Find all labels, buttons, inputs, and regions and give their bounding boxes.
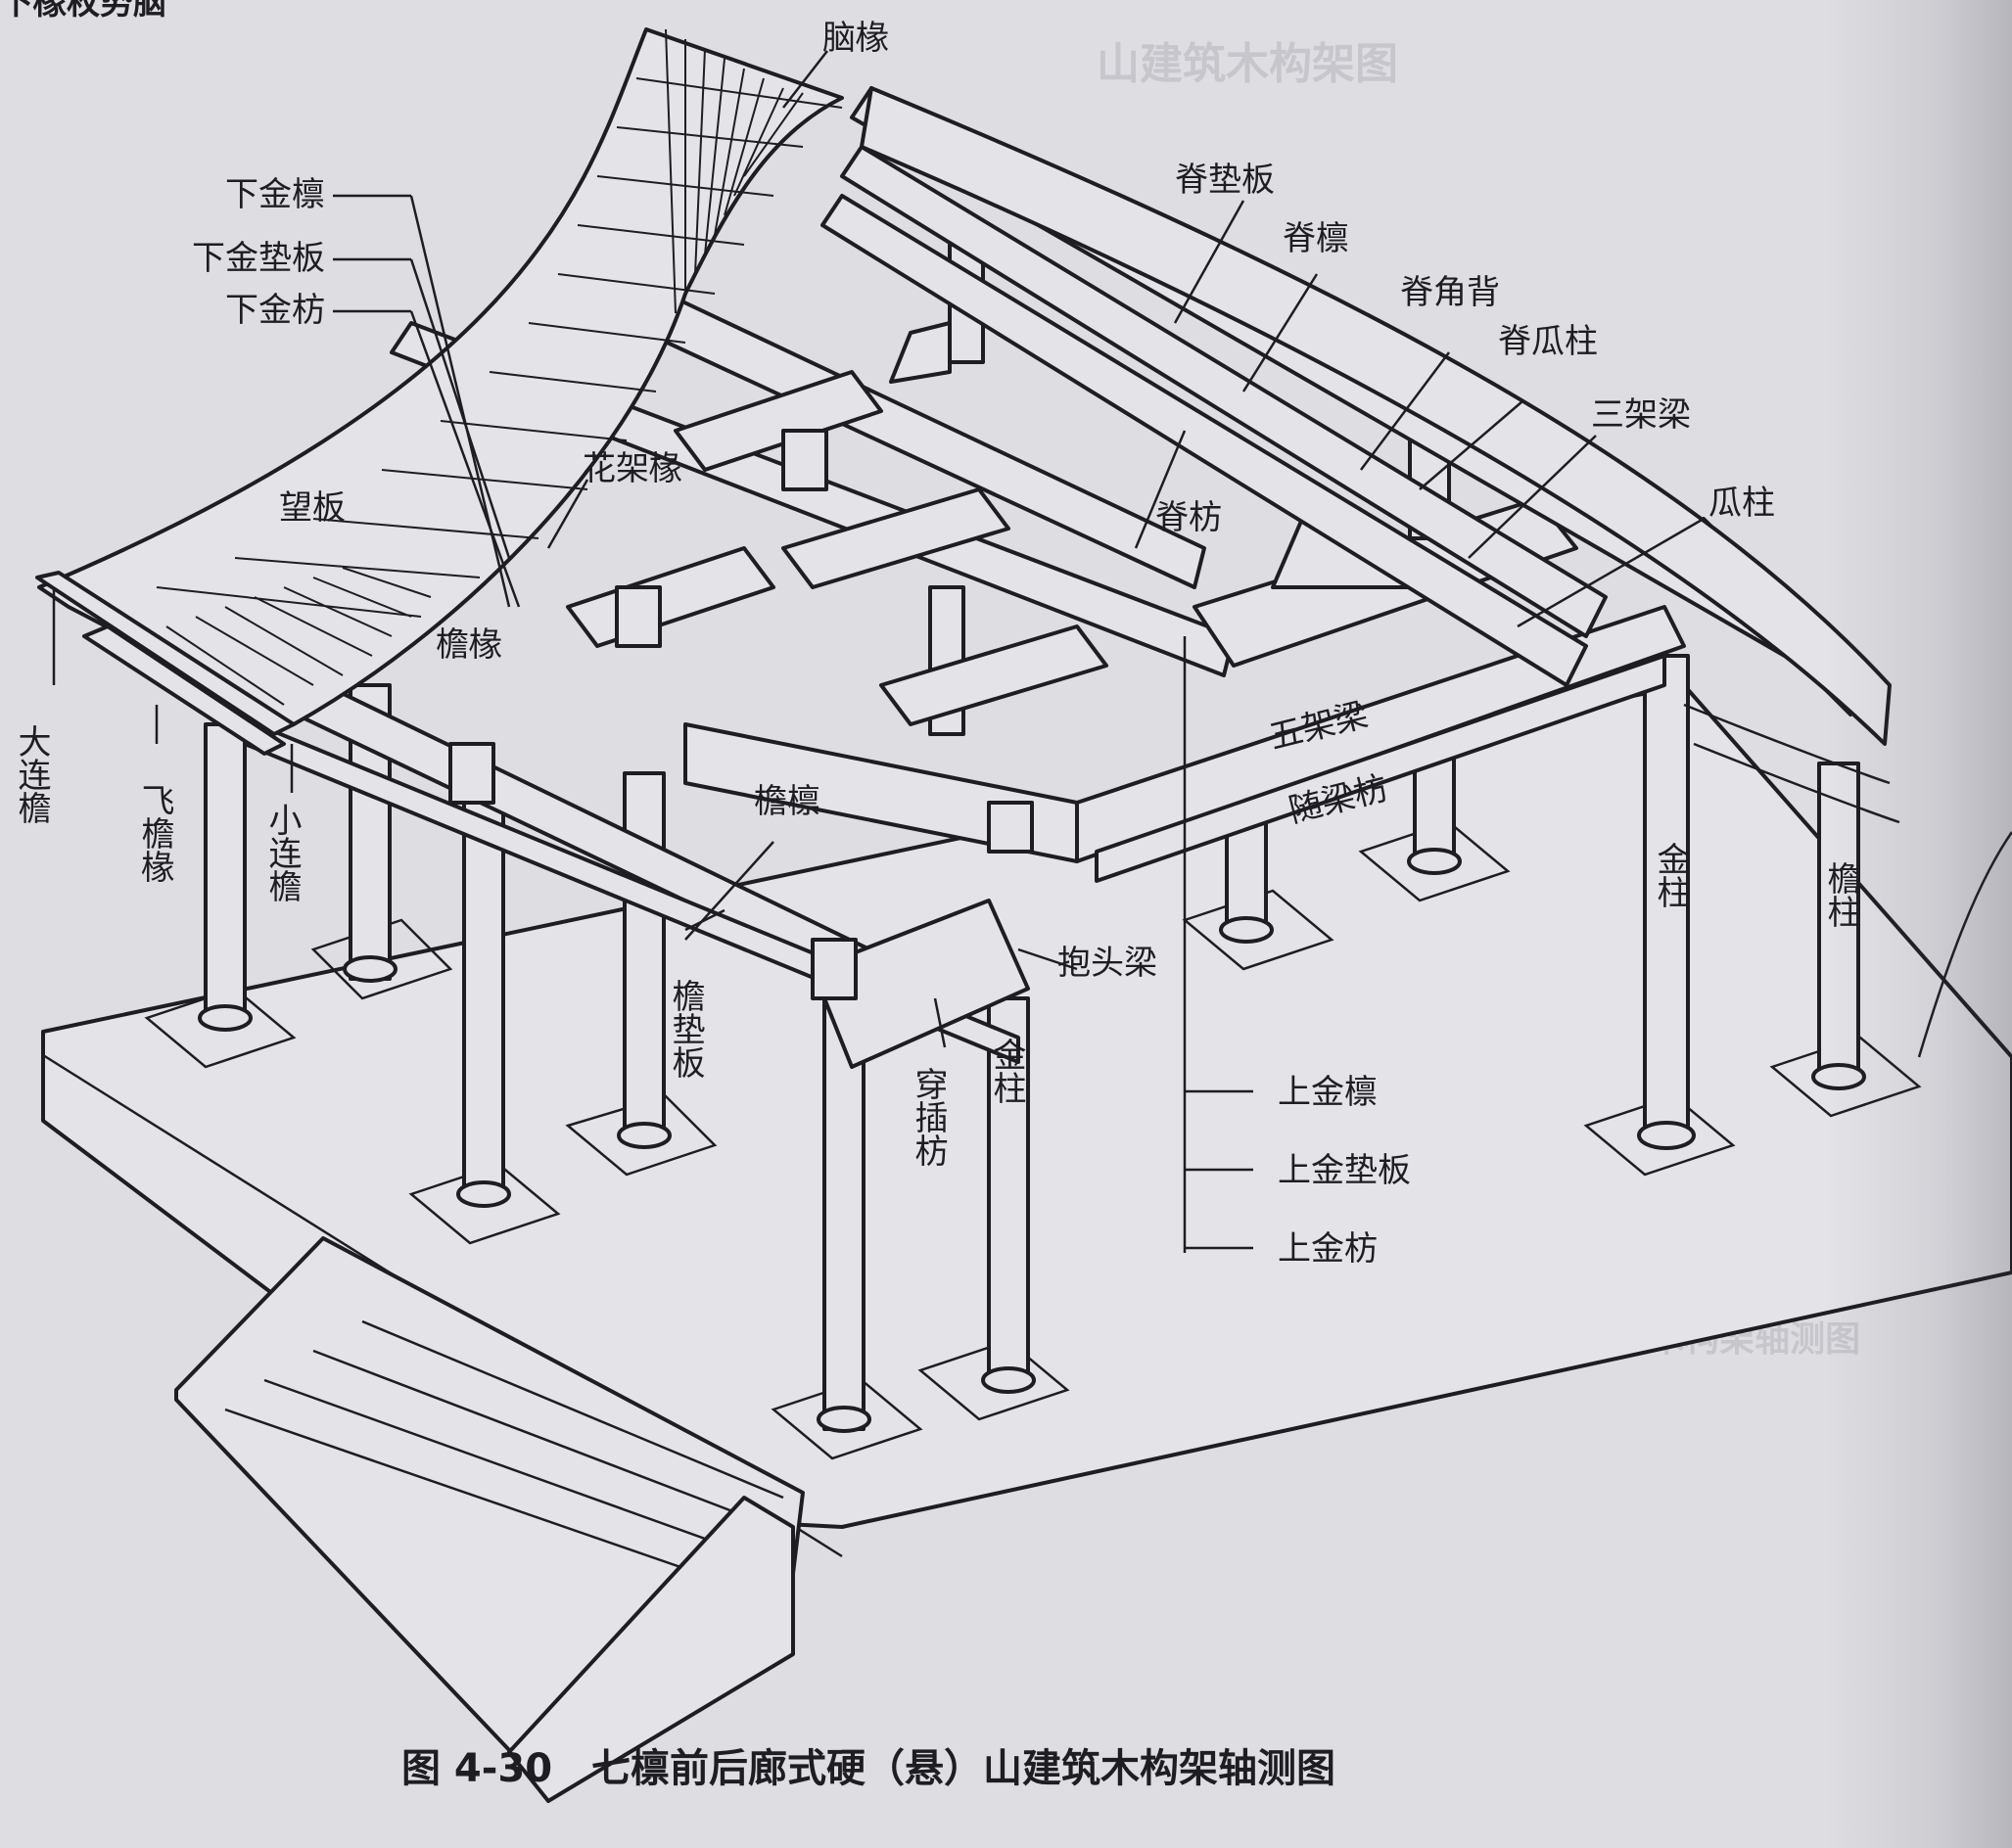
rafter-hatching xyxy=(165,28,804,706)
label-ji-lin: 脊檩 xyxy=(1283,219,1349,258)
label-yan-dian-ban: 檐垫板 xyxy=(666,979,705,1079)
label-xiao-lian-yan: 小连檐 xyxy=(262,803,302,902)
label-shang-jin-lin: 上金檩 xyxy=(1278,1073,1378,1112)
label-shang-jin-fang: 上金枋 xyxy=(1278,1229,1378,1269)
label-yan-zhu: 檐柱 xyxy=(1821,861,1860,928)
label-chuan-cha-fang: 穿插枋 xyxy=(909,1067,948,1167)
label-san-jia-liang: 三架梁 xyxy=(1591,395,1691,435)
label-ji-dian-ban: 脊垫板 xyxy=(1175,161,1275,200)
label-jin-zhu-front: 金柱 xyxy=(987,1038,1026,1104)
label-shang-jin-dian-ban: 上金垫板 xyxy=(1278,1151,1411,1190)
label-hua-jia-chuan: 花架椽 xyxy=(583,449,682,488)
leader-lines xyxy=(52,50,1705,1253)
header-fragment: 下椽枚势脑 xyxy=(0,0,166,23)
label-xia-jin-dian-ban: 下金垫板 xyxy=(192,239,325,278)
label-ji-fang: 脊枋 xyxy=(1155,498,1222,537)
label-yan-lin: 檐檩 xyxy=(754,782,820,821)
label-bao-tou-liang: 抱头梁 xyxy=(1057,944,1157,983)
label-da-lian-yan: 大连檐 xyxy=(12,724,51,824)
label-ji-jiao-bei: 脊角背 xyxy=(1400,273,1500,312)
bleed-through-title: 山建筑木构架图 xyxy=(1097,39,1398,89)
label-yan-chuan: 檐椽 xyxy=(436,625,502,665)
label-xia-jin-fang: 下金枋 xyxy=(225,291,325,330)
labels: 脑椽 下金檩 下金垫板 下金枋 花架椽 望板 檐椽 大连檐 飞檐椽 小连檐 脊垫… xyxy=(12,19,1860,1269)
label-wang-ban: 望板 xyxy=(279,488,346,528)
label-jin-zhu-right: 金柱 xyxy=(1651,842,1690,908)
label-fei-yan-chuan: 飞檐椽 xyxy=(135,783,174,883)
label-nao-chuan: 脑椽 xyxy=(822,19,889,58)
label-gua-zhu: 瓜柱 xyxy=(1708,484,1775,523)
curved-roof xyxy=(35,27,2012,1058)
figure-caption: 图 4-30 七檩前后廊式硬（悬）山建筑木构架轴测图 xyxy=(401,1746,1335,1791)
label-ji-gua-zhu: 脊瓜柱 xyxy=(1498,322,1598,361)
label-xia-jin-lin: 下金檩 xyxy=(225,175,325,214)
columns xyxy=(198,585,1866,1433)
